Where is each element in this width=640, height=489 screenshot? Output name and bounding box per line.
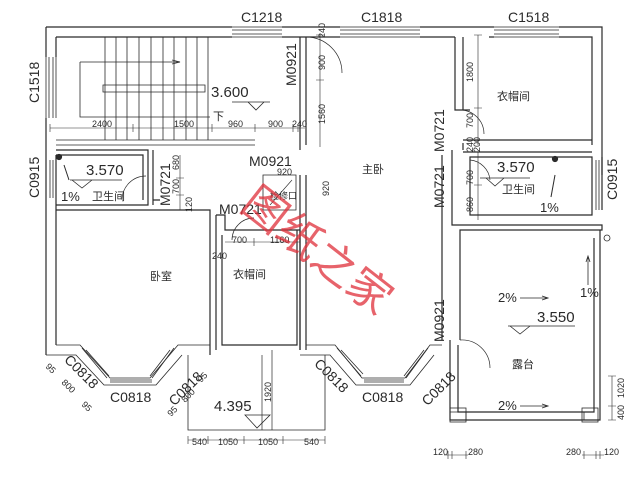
- stair: [56, 37, 255, 146]
- dim-hatch-0: 920: [277, 167, 293, 177]
- dim-master-1: 900: [317, 54, 327, 70]
- dim-bottom-3: 540: [304, 437, 320, 447]
- dim-terrace-bl-1: 280: [468, 447, 484, 457]
- dim-hatch-1: 920: [321, 180, 331, 196]
- wall-top: [46, 26, 603, 175]
- door-label-left-bath: M0721: [157, 163, 173, 206]
- dim-bath-right-0: 700: [465, 169, 475, 185]
- window-label-bay-left-center: C0818: [110, 389, 152, 405]
- room-label-bath-right: 卫生间: [502, 184, 535, 196]
- elevation-roof-bay: 4.395: [214, 398, 252, 415]
- slope-bath-left: 1%: [61, 189, 80, 204]
- door-label-stair-master: M0921: [283, 43, 299, 86]
- bath-right-walls: [463, 151, 603, 216]
- bedroom-walls: [56, 209, 217, 355]
- dim-bay-mid-vertical: 1920: [263, 381, 273, 402]
- closet-right-walls: [454, 37, 592, 150]
- window-label-top-left: C1218: [241, 9, 283, 25]
- dim-bath-left-0: 680: [171, 154, 181, 170]
- door-label-right-bath: M0721: [431, 165, 447, 208]
- terrace-walls: [449, 230, 601, 421]
- slope-terrace-top: 2%: [498, 290, 517, 305]
- elevation-bath-left: 3.570: [86, 162, 124, 179]
- dim-closet-left-1: 1160: [270, 235, 290, 245]
- dim-bottom-2: 1050: [258, 437, 279, 447]
- room-label-closet-right: 衣帽间: [497, 91, 530, 103]
- dim-bottom-0: 540: [192, 437, 208, 447]
- access-hatch: [262, 174, 297, 211]
- room-label-terrace: 露台: [512, 359, 534, 371]
- dim-closet-left-0: 700: [232, 235, 248, 245]
- bay-window-right: [300, 344, 442, 386]
- dim-closet-right-3: 200: [472, 136, 482, 152]
- dim-terrace-bl-0: 120: [433, 447, 449, 457]
- dim-terrace-right-0: 1020: [616, 377, 626, 398]
- window-c1218: [232, 26, 282, 38]
- window-label-left-upper: C1518: [26, 61, 42, 103]
- bath-left-walls: [56, 149, 160, 206]
- room-label-access-hatch: 检修口: [270, 191, 298, 201]
- dim-bath-left-1: 700: [171, 178, 181, 194]
- dim-bath-left-2: 120: [184, 196, 194, 212]
- room-label-bedroom: 卧室: [150, 271, 172, 283]
- dim-stair-2: 960: [228, 119, 244, 129]
- stair-down-note: 下: [213, 111, 224, 123]
- window-c1518-top: [494, 26, 559, 38]
- door-label-hall-bath: M0921: [249, 153, 292, 169]
- dim-terrace-br-1: 120: [604, 447, 620, 457]
- dim-closet-right-0: 1800: [465, 61, 475, 82]
- dim-master-2: 1560: [317, 103, 327, 124]
- bay-window-left: [46, 344, 210, 386]
- elevation-stair: 3.600: [211, 84, 249, 101]
- dim-closet-right-1: 700: [465, 112, 475, 128]
- dim-bath-right-1: 860: [465, 196, 475, 212]
- dim-stair-1: 1500: [174, 119, 195, 129]
- window-label-top-right: C1518: [508, 9, 550, 25]
- room-label-master-bedroom: 主卧: [362, 164, 384, 176]
- door-label-right-closet: M0721: [431, 109, 447, 152]
- dim-stair-4: 240: [292, 119, 308, 129]
- window-c0915-left: [45, 160, 54, 198]
- room-label-closet-left: 衣帽间: [233, 269, 266, 281]
- slope-terrace-bottom: 2%: [498, 398, 517, 413]
- dim-bottom-1: 1050: [218, 437, 239, 447]
- slope-bath-right: 1%: [540, 200, 559, 215]
- window-c0915-right: [591, 160, 600, 210]
- dim-stair-0: 2400: [92, 119, 113, 129]
- window-c1818: [340, 26, 420, 38]
- dim-master-0: 240: [317, 22, 327, 38]
- room-label-bath-left: 卫生间: [92, 191, 125, 203]
- dim-terrace-br-0: 280: [566, 447, 582, 457]
- window-label-right-bath: C0915: [604, 158, 620, 200]
- dim-stair-3: 900: [268, 119, 284, 129]
- dim-closet-left-2: 240: [212, 251, 228, 261]
- window-label-bay-right-center: C0818: [362, 389, 404, 405]
- window-c1518-left: [45, 57, 57, 118]
- elevation-terrace: 3.550: [537, 309, 575, 326]
- wall-left: [45, 27, 57, 355]
- dim-terrace-right-1: 400: [616, 404, 626, 420]
- window-label-left-bath: C0915: [26, 156, 42, 198]
- slope-terrace-right: 1%: [580, 285, 599, 300]
- elevation-bath-right: 3.570: [497, 159, 535, 176]
- door-label-left-closet: M0721: [219, 201, 262, 217]
- window-label-top-center: C1818: [361, 9, 403, 25]
- door-label-terrace: M0921: [431, 299, 447, 342]
